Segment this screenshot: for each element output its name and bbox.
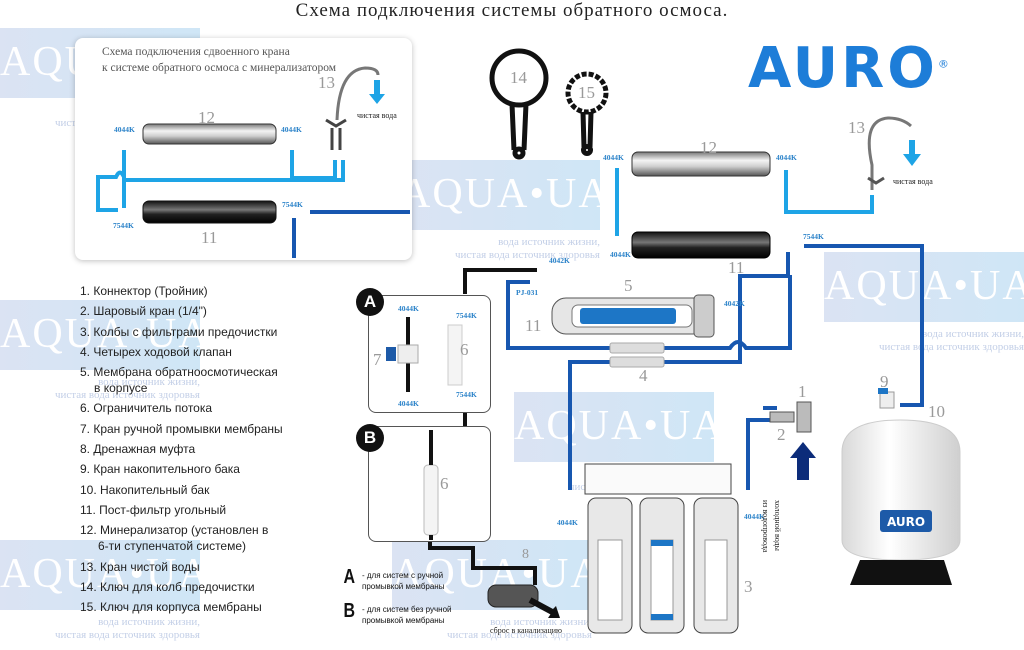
label-12-inset: 12 (198, 108, 215, 127)
fitting-label: 4044K (114, 125, 135, 134)
legend-item: 10. Накопительный бак (80, 482, 210, 497)
connector-tee (796, 401, 812, 433)
fitting-label: 7544K (113, 221, 134, 230)
label-4: 4 (639, 366, 648, 385)
water-supply-label: из водопровода (761, 500, 770, 553)
faucet (867, 116, 912, 190)
legend-item-cont: в корпусе (94, 381, 148, 396)
legend-item: 12. Минерализатор (установлен в (80, 523, 269, 538)
wrench-14 (489, 48, 549, 160)
post-filter (631, 231, 771, 259)
legend-item: 14. Ключ для колб предочистки (80, 579, 255, 594)
clean-water-label: чистая вода (893, 177, 933, 186)
label-2: 2 (777, 425, 786, 444)
label-13-inset: 13 (318, 73, 335, 92)
label-11-inset: 11 (201, 228, 218, 247)
fitting-label: 4044K (398, 399, 419, 408)
watermark: AQUA•UA вода источник жизни,чистая вода … (0, 540, 209, 650)
four-way-valve (609, 342, 665, 368)
fitting-label: 4044K (281, 125, 302, 134)
label-14: 14 (510, 68, 527, 87)
badge-a: A (356, 288, 384, 316)
membrane-housing (551, 294, 715, 338)
label-5: 5 (624, 276, 633, 295)
legend-item: 11. Пост-фильтр угольный (80, 502, 227, 517)
water-supply-label: холодной воды (773, 500, 782, 551)
legend-item: 4. Четырех ходовой клапан (80, 344, 232, 359)
label-13: 13 (848, 118, 865, 137)
label-7: 7 (373, 350, 382, 369)
svg-text:AURO: AURO (887, 515, 925, 529)
legend-item: 1. Коннектор (Тройник) (80, 284, 208, 298)
legend-item-cont: 6-ти ступенчатой системе) (98, 539, 247, 554)
legend-item: 7. Кран ручной промывки мембраны (80, 421, 283, 436)
box-contents (386, 317, 463, 540)
fitting-label: 4044K (557, 518, 578, 527)
fitting-label: 4044K (776, 153, 797, 162)
storage-tank: AURO (841, 419, 961, 585)
drain-saddle (487, 584, 560, 618)
legend-item: 8. Дренажная муфта (80, 442, 196, 457)
note-b-letter: B (343, 600, 356, 622)
legend-item: 6. Ограничитель потока (80, 401, 213, 416)
label-6: 6 (460, 340, 469, 359)
legend-item: 2. Шаровый кран (1/4") (80, 304, 207, 319)
label-11-b: 11 (525, 316, 542, 335)
fitting-label: 4044K (610, 250, 631, 259)
watermark: AQUA•UA вода источник жизни,чистая вода … (0, 300, 209, 410)
legend-item: 9. Кран накопительного бака (80, 462, 240, 477)
legend-list: 1. Коннектор (Тройник) 2. Шаровый кран (… (80, 283, 283, 619)
badge-b: B (356, 424, 384, 452)
fitting-label: 7544K (282, 200, 303, 209)
fitting-label: PJ-031 (516, 288, 539, 297)
label-11: 11 (728, 258, 745, 277)
fitting-label: 7544K (456, 390, 477, 399)
legend-item: 3. Колбы с фильтрами предочистки (80, 324, 278, 339)
fitting-label: 7544K (456, 311, 477, 320)
clean-water-label: чистая вода (357, 111, 397, 120)
fitting-label: 7544K (803, 232, 824, 241)
legend-item: 15. Ключ для корпуса мембраны (80, 600, 262, 615)
arrow-down-icon (369, 80, 385, 104)
inset-tubes (96, 150, 410, 258)
inset-postfilter (142, 200, 277, 224)
label-3: 3 (744, 577, 753, 596)
drain-arrow-icon (528, 597, 558, 617)
label-9: 9 (880, 372, 889, 391)
inset-mineralizer (142, 123, 277, 145)
main-tubes (506, 168, 924, 490)
wrench-15 (565, 71, 609, 156)
arrow-down-icon (903, 140, 921, 166)
label-15: 15 (578, 83, 595, 102)
page-title: Схема подключения системы обратного осмо… (295, 0, 729, 21)
ball-valve (769, 411, 795, 423)
label-12: 12 (700, 138, 717, 157)
label-6-b: 6 (440, 474, 449, 493)
mineralizer (631, 151, 771, 177)
prefilter-housings (584, 463, 739, 634)
label-1: 1 (798, 382, 807, 401)
watermark: AQUA•UA вода источник жизни,чистая вода … (392, 540, 601, 650)
arrow-up-icon (790, 442, 816, 480)
brand-logo: AURO® (748, 36, 952, 101)
fitting-label: 4042K (549, 256, 570, 265)
legend-item: 5. Мембрана обратноосмотическая (80, 365, 278, 380)
note-a-letter: A (343, 566, 356, 588)
watermark: AQUA•UA вода источник жизни,чистая вода … (400, 160, 609, 270)
label-10: 10 (928, 402, 945, 421)
label-8: 8 (522, 547, 529, 562)
drain-label: сброс в канализацию (490, 626, 562, 635)
fitting-label: 4042K (724, 299, 745, 308)
inset-faucet (335, 66, 380, 121)
fitting-label: 4044K (744, 512, 765, 521)
fitting-label: 4044K (603, 153, 624, 162)
legend-item: 13. Кран чистой воды (80, 559, 200, 574)
fitting-label: 4044K (398, 304, 419, 313)
tank-valve (879, 391, 895, 409)
